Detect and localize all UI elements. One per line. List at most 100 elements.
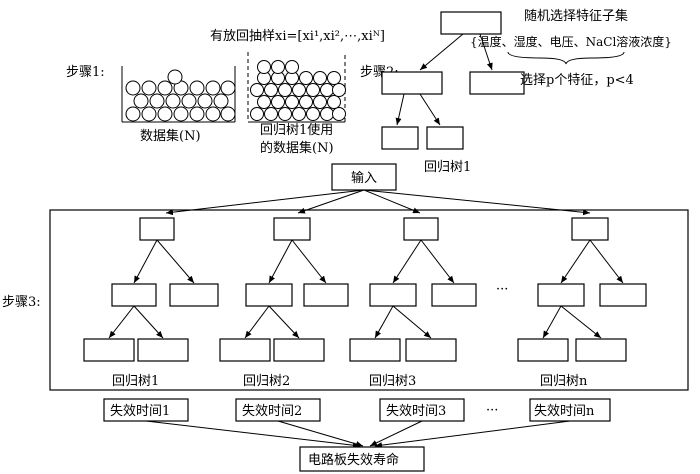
failure-time-3: 失效时间3 bbox=[386, 404, 446, 419]
sample-ball bbox=[133, 93, 149, 109]
tree-edge bbox=[268, 305, 300, 339]
output-label: 电路板失效寿命 bbox=[308, 452, 399, 468]
tree-node bbox=[381, 71, 443, 95]
select-features-text: 选择p个特征，p<4 bbox=[520, 73, 634, 88]
sample-ball bbox=[189, 80, 205, 96]
sample-ball bbox=[141, 106, 157, 122]
sample-ball bbox=[205, 80, 221, 96]
regression-trees bbox=[83, 217, 647, 362]
failure-time-n: 失效时间n bbox=[534, 404, 595, 419]
tree-node bbox=[369, 283, 417, 307]
sample-ball bbox=[250, 107, 264, 121]
tree-node bbox=[83, 338, 135, 362]
sample-ball bbox=[327, 71, 341, 85]
output-box bbox=[299, 446, 425, 472]
tree-node bbox=[517, 338, 569, 362]
tree-node bbox=[431, 283, 477, 307]
tree-caption-3: 回归树3 bbox=[369, 374, 416, 389]
input-to-trees-arrows bbox=[165, 189, 591, 216]
sample-ball bbox=[271, 60, 285, 74]
step3-label: 步骤3: bbox=[2, 295, 41, 310]
sample-ball bbox=[299, 71, 313, 85]
sample-ball bbox=[313, 95, 327, 109]
sample-ball bbox=[313, 71, 327, 85]
tree-edge bbox=[268, 239, 293, 284]
tree-node bbox=[169, 283, 219, 307]
feature-brace bbox=[507, 51, 625, 65]
tree-caption-2: 回归树2 bbox=[243, 374, 290, 389]
tree-node bbox=[381, 126, 419, 150]
dataset-caption: 数据集(N) bbox=[140, 128, 201, 144]
sample-ball bbox=[320, 107, 334, 121]
feature-set: {温度、湿度、电压、NaCl溶液浓度} bbox=[470, 34, 672, 49]
sampling-formula: 有放回抽样xi=[xi¹,xi²,⋯,xiᴺ] bbox=[210, 29, 385, 44]
sample-ball bbox=[292, 107, 306, 121]
tree-node bbox=[111, 283, 157, 307]
sample-ball bbox=[285, 95, 299, 109]
sample-ball bbox=[320, 83, 334, 97]
sample-ball bbox=[125, 80, 141, 96]
tree-node bbox=[537, 283, 585, 307]
sample-ball bbox=[257, 95, 271, 109]
failure-to-output-arrows bbox=[145, 420, 571, 449]
bootstrap-samples bbox=[250, 60, 346, 121]
tree-edge bbox=[108, 305, 135, 339]
sample-ball bbox=[250, 83, 264, 97]
tree-node bbox=[273, 338, 325, 362]
tree-node bbox=[139, 217, 175, 241]
tree-node bbox=[137, 338, 189, 362]
sample-ball bbox=[299, 95, 313, 109]
sample-ball bbox=[205, 106, 221, 122]
regression-tree-2 bbox=[219, 217, 349, 362]
tree-node bbox=[403, 217, 439, 241]
input-label: 输入 bbox=[351, 170, 377, 186]
forest-frame bbox=[49, 209, 689, 391]
tree-ellipsis: ··· bbox=[496, 282, 508, 297]
step2-tree-caption: 回归树1 bbox=[424, 160, 471, 175]
regression-tree-3 bbox=[349, 217, 477, 362]
sample-ball bbox=[157, 80, 173, 96]
tree-node bbox=[245, 283, 293, 307]
regression-tree-4 bbox=[517, 217, 647, 362]
tree-edge bbox=[374, 305, 394, 339]
sample-ball bbox=[271, 95, 285, 109]
sample-ball bbox=[141, 80, 157, 96]
sample-ball bbox=[264, 83, 278, 97]
sample-ball bbox=[189, 106, 205, 122]
sample-ball bbox=[264, 107, 278, 121]
failure-time-2: 失效时间2 bbox=[242, 404, 302, 419]
sample-ball bbox=[165, 93, 181, 109]
sample-ball bbox=[157, 106, 173, 122]
sample-ball bbox=[306, 107, 320, 121]
sample-ball bbox=[278, 83, 292, 97]
tree-edge bbox=[133, 239, 158, 284]
failure-time-1: 失效时间1 bbox=[110, 404, 170, 419]
tree-edge bbox=[589, 239, 624, 284]
tree1-dataset-caption-line1: 回归树1使用 bbox=[260, 122, 333, 138]
tree-node bbox=[575, 338, 627, 362]
sample-ball bbox=[220, 106, 236, 122]
tree-edge bbox=[560, 239, 591, 284]
tree-node bbox=[599, 283, 647, 307]
sample-ball bbox=[257, 60, 271, 74]
regression-tree-1 bbox=[83, 217, 219, 362]
failure-time-ellipsis: ··· bbox=[486, 403, 498, 418]
sample-ball bbox=[327, 95, 341, 109]
sample-ball bbox=[173, 106, 189, 122]
tree-edge bbox=[244, 305, 270, 339]
tree-edge bbox=[392, 239, 422, 284]
sample-ball bbox=[332, 83, 346, 97]
sample-ball bbox=[278, 107, 292, 121]
sample-ball bbox=[125, 106, 141, 122]
tree-edge bbox=[133, 305, 164, 339]
sample-ball bbox=[332, 107, 346, 121]
tree-edge bbox=[156, 239, 195, 284]
step1-label: 步骤1: bbox=[66, 65, 105, 80]
tree-edge bbox=[291, 239, 327, 284]
step2-tree bbox=[381, 11, 525, 150]
tree-node bbox=[303, 283, 349, 307]
tree-node bbox=[571, 217, 609, 241]
sample-ball bbox=[285, 60, 299, 74]
sample-ball bbox=[213, 93, 229, 109]
